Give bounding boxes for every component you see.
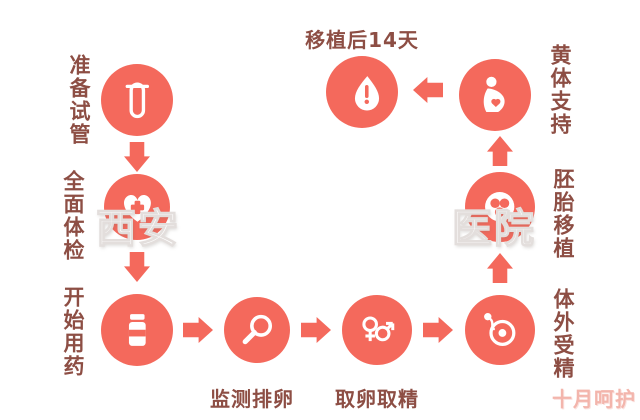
step-node-day14-test (326, 56, 398, 128)
gender-symbols-icon (362, 316, 395, 342)
pregnant-woman-icon (483, 76, 505, 112)
watermark-text-right: 医院 (451, 205, 536, 252)
arrow-right-1 (183, 317, 213, 343)
step-label-embryo-transfer: 胚胎移植 (551, 168, 575, 260)
brand-watermark: 十月呵护 (552, 387, 636, 411)
test-tube-icon (125, 82, 149, 118)
step-node-egg-sperm-retrieval (342, 295, 412, 365)
watermark-text-left: 西安 (95, 205, 180, 252)
step-label-full-checkup: 全面体检 (61, 170, 85, 262)
step-node-monitor-ovulation (224, 297, 290, 363)
arrow-down-1 (124, 142, 150, 172)
step-node-embryo-transfer (465, 172, 535, 242)
step-label-egg-sperm-retrieval: 取卵取精 (335, 387, 419, 411)
step-node-medication (101, 294, 173, 366)
embryo-icon (485, 192, 515, 222)
heart-checkup-icon (123, 194, 151, 222)
medicine-bottle-icon (128, 313, 146, 346)
step-node-full-checkup (104, 174, 170, 240)
arrow-right-2 (301, 317, 331, 343)
arrow-right-3 (423, 317, 453, 343)
step-node-prepare-tube (101, 64, 173, 136)
step-label-day14-test: 移植后14天 (305, 28, 419, 52)
step-label-monitor-ovulation: 监测排卵 (210, 387, 294, 411)
step-label-medication: 开始用药 (61, 286, 85, 378)
step-label-luteal-support: 黄体支持 (548, 44, 572, 136)
step-label-prepare-tube: 准备试管 (67, 54, 91, 146)
arrow-left-1 (413, 77, 443, 103)
arrow-up-2 (487, 136, 513, 166)
arrow-up-1 (487, 253, 513, 283)
blood-drop-icon (354, 75, 379, 111)
fertilization-icon (484, 313, 516, 347)
arrow-down-2 (124, 252, 150, 282)
step-node-luteal-support (459, 59, 531, 131)
step-node-ivf (465, 295, 535, 365)
step-label-ivf: 体外受精 (551, 288, 575, 380)
magnifier-icon (242, 314, 272, 344)
